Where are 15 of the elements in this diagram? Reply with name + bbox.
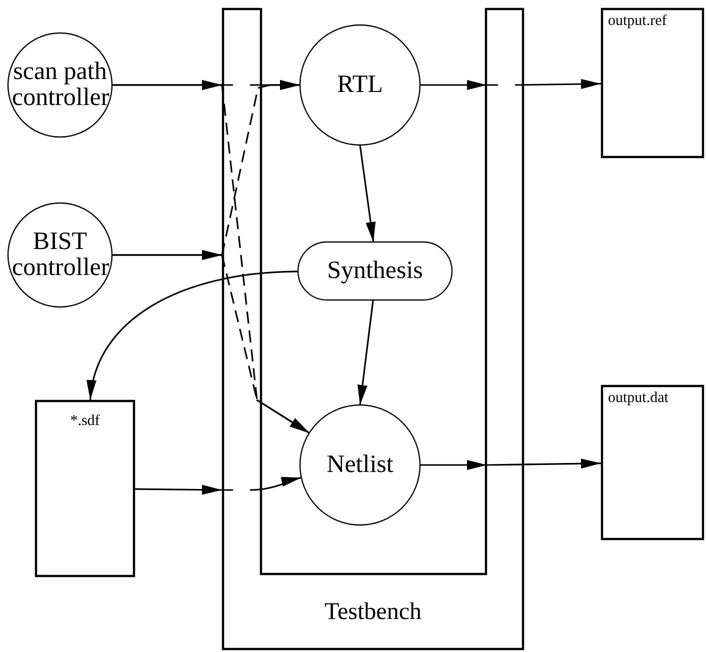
node-label: Synthesis — [326, 258, 424, 284]
inner-box — [260, 8, 487, 575]
file-name: output.ref — [607, 14, 668, 30]
node-label: BIST controller — [12, 228, 108, 282]
node-label: RTL — [336, 72, 384, 98]
file-box — [601, 385, 704, 540]
file-box — [601, 8, 704, 158]
file-box — [35, 400, 135, 577]
process-pill — [298, 242, 452, 300]
node-label: scan path controller — [12, 58, 108, 112]
band-label: Testbench — [324, 600, 422, 626]
file-name: output.dat — [607, 391, 670, 407]
node-label: Netlist — [326, 452, 394, 478]
file-name: *.sdf — [69, 414, 101, 430]
testbench-band — [222, 8, 524, 650]
